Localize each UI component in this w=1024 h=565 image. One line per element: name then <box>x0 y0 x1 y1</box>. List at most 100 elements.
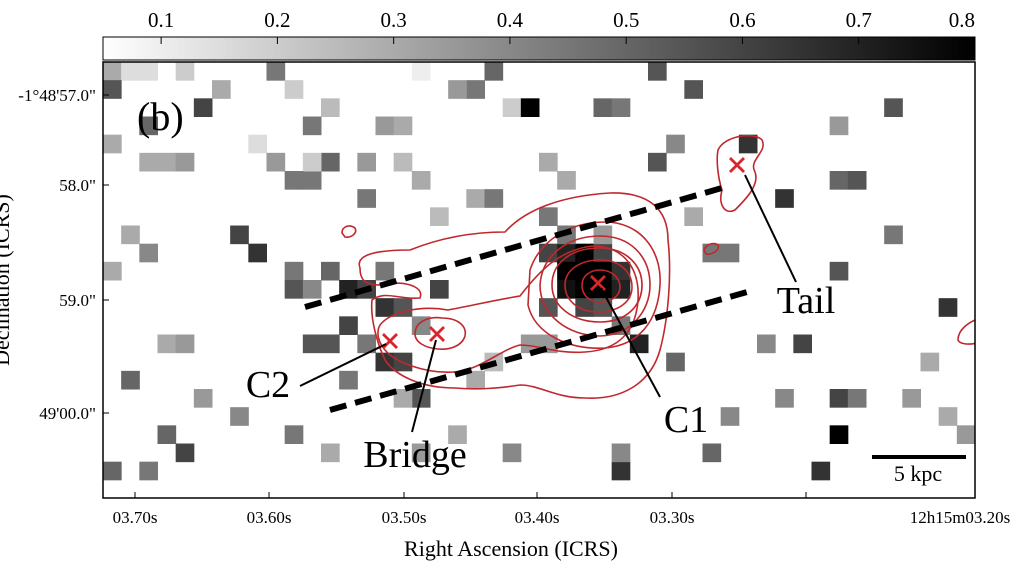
colorbar-gradient <box>102 36 976 61</box>
image-pixel <box>321 261 340 281</box>
image-pixel <box>193 98 213 117</box>
contour-line <box>551 247 643 323</box>
image-pixel <box>811 461 831 481</box>
image-pixel <box>375 261 395 281</box>
tail-leader <box>744 174 797 283</box>
image-pixel <box>775 189 794 208</box>
image-pixel <box>411 62 431 81</box>
image-pixel <box>193 389 213 408</box>
image-pixel <box>157 152 177 172</box>
image-pixel <box>539 207 558 226</box>
image-pixel <box>393 389 413 408</box>
image-pixel <box>139 116 158 136</box>
image-pixel <box>393 298 413 317</box>
image-pixel <box>466 189 485 208</box>
image-pixel <box>175 443 195 463</box>
lower-dashed-line <box>329 289 748 413</box>
image-pixel <box>557 280 576 299</box>
image-pixel <box>520 98 540 117</box>
x-tick-label: 12h15m03.20s <box>910 508 1011 527</box>
image-pixel <box>884 225 903 245</box>
image-pixel <box>539 298 558 317</box>
colorbar-tick-label: 0.7 <box>846 8 872 32</box>
image-pixel <box>103 461 122 481</box>
image-pixel <box>847 171 867 190</box>
bridge-marker-icon <box>429 326 445 342</box>
image-pixel <box>720 407 740 426</box>
image-pixel <box>230 225 249 245</box>
y-axis-label: Declination (ICRS) <box>0 194 14 366</box>
image-pixel <box>593 225 613 245</box>
c1-marker-icon <box>590 275 606 291</box>
image-panel: C2 Bridge C1 Tail (b) 5 kpc <box>102 61 976 499</box>
image-pixel <box>502 98 522 117</box>
image-pixel <box>557 171 576 190</box>
image-pixel <box>430 280 449 299</box>
image-pixel <box>284 80 304 99</box>
contour-line <box>957 319 975 345</box>
image-pixel <box>466 370 485 390</box>
image-pixel <box>103 261 122 281</box>
contour-line <box>377 245 639 373</box>
image-pixel <box>321 98 340 117</box>
image-pixel <box>829 171 849 190</box>
image-pixel <box>884 98 903 117</box>
image-pixel <box>302 116 322 136</box>
image-pixel <box>302 171 322 190</box>
image-pixel <box>284 261 304 281</box>
image-pixel <box>684 207 703 226</box>
x-axis-label: Right Ascension (ICRS) <box>404 536 618 561</box>
tail-marker-icon <box>729 157 745 173</box>
image-pixel <box>175 62 195 81</box>
y-tick-label: 59.0" <box>59 291 96 310</box>
image-pixel <box>175 334 195 354</box>
image-pixel <box>321 334 340 354</box>
image-pixel <box>393 152 413 172</box>
c1-leader <box>600 287 661 398</box>
image-pixel <box>411 316 431 335</box>
image-pixel <box>539 243 558 263</box>
image-pixel <box>702 443 722 463</box>
image-pixel <box>103 80 122 99</box>
contour-line <box>564 259 633 313</box>
image-pixel <box>103 62 122 81</box>
image-pixel <box>139 62 158 81</box>
contour-line <box>703 242 720 255</box>
image-pixel <box>357 334 376 354</box>
image-pixel <box>902 389 921 408</box>
image-pixel <box>212 80 231 99</box>
image-pixel <box>103 134 122 154</box>
image-pixel <box>611 443 631 463</box>
panel-label: (b) <box>137 94 184 139</box>
tail-label: Tail <box>777 280 836 322</box>
image-pixel <box>575 298 594 317</box>
y-axis: -1°48'57.0"58.0"59.0"49'00.0" <box>18 86 109 423</box>
image-pixel <box>411 171 431 190</box>
image-pixel <box>284 425 304 444</box>
contour-line <box>341 225 357 238</box>
c2-marker-icon <box>382 333 398 349</box>
image-pixel <box>539 152 558 172</box>
image-pixel <box>121 62 140 81</box>
image-pixel <box>938 407 958 426</box>
image-pixel <box>611 98 631 117</box>
scale-bar-label: 5 kpc <box>894 461 943 486</box>
contour-line <box>716 134 764 212</box>
image-pixel <box>502 443 522 463</box>
image-pixel <box>321 152 340 172</box>
colorbar-tick-label: 0.3 <box>381 8 407 32</box>
c1-label: C1 <box>664 399 708 441</box>
image-pixel <box>938 298 958 317</box>
image-pixel <box>775 389 794 408</box>
image-pixel <box>466 80 485 99</box>
x-tick-label: 03.50s <box>382 508 427 527</box>
image-pixel <box>920 352 940 372</box>
image-pixel <box>611 461 631 481</box>
colorbar-tick-label: 0.1 <box>148 8 174 32</box>
colorbar-tick-label: 0.6 <box>729 8 755 32</box>
image-pixel <box>629 334 649 354</box>
image-pixel <box>375 116 395 136</box>
